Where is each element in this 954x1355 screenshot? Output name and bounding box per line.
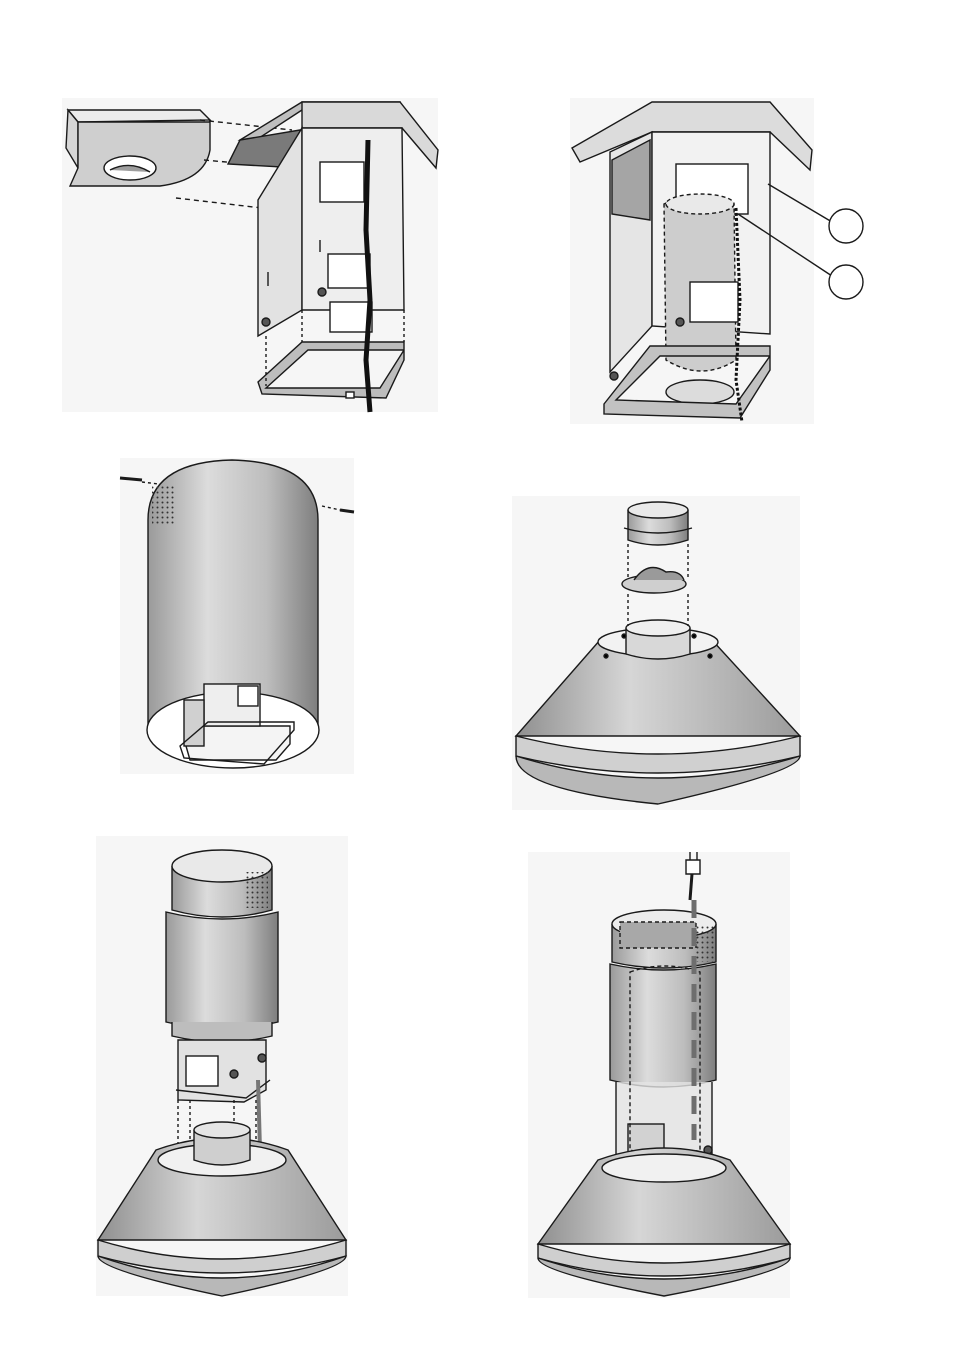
duct-box (66, 110, 210, 186)
figure-2-bracket-with-duct (572, 102, 863, 422)
figure-6-assembled (538, 852, 790, 1296)
figure-5-hood-lift (98, 850, 346, 1296)
screw-right-icon (322, 506, 354, 512)
screw-left-icon (120, 478, 158, 484)
callout-circle-1 (829, 209, 863, 243)
callout-leader-1 (768, 184, 832, 222)
figure-3-chimney-cover (120, 460, 354, 768)
figure-4-hood-valve (516, 502, 800, 804)
power-plug-icon (686, 852, 700, 900)
callout-circle-2 (829, 265, 863, 299)
figure-1-bracket-assembly (66, 102, 438, 412)
mounting-bracket (228, 102, 438, 398)
vent-perforation (152, 484, 176, 524)
power-cable (366, 140, 370, 412)
